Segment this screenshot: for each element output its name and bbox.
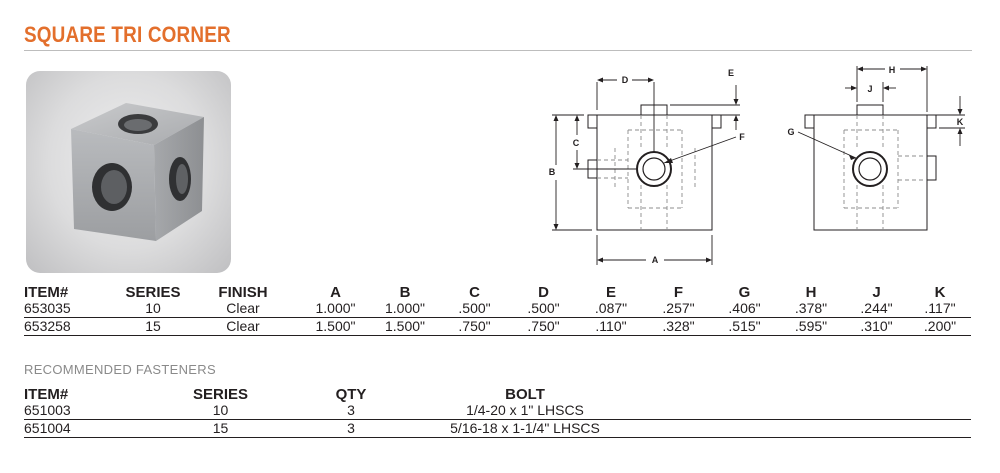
cell-a: 1.000" <box>299 300 372 318</box>
cell-d: .750" <box>511 317 576 336</box>
cell-item: 653035 <box>24 300 119 318</box>
col-header: ITEM# <box>24 386 69 403</box>
cell-g: .515" <box>711 317 778 336</box>
cell-d: .500" <box>511 300 576 318</box>
col-header: BOLT <box>505 386 545 403</box>
product-photo <box>26 71 231 273</box>
label-j: J <box>867 84 872 94</box>
cell-b: 1.500" <box>372 317 438 336</box>
cell-b: 1.000" <box>372 300 438 318</box>
label-h: H <box>889 65 896 75</box>
cell-c: .500" <box>438 300 511 318</box>
cell-item: 651004 <box>24 419 144 438</box>
page-title: SQUARE TRI CORNER <box>24 22 231 47</box>
cell-h: .595" <box>778 317 844 336</box>
fasteners-heading: RECOMMENDED FASTENERS <box>24 362 216 377</box>
col-header: ITEM# <box>24 284 69 301</box>
col-header: K <box>934 284 946 301</box>
dimensions-table: ITEM# SERIES FINISH A B C D E F G H J K … <box>24 285 971 336</box>
cell-c: .750" <box>438 317 511 336</box>
cell-series: 15 <box>119 317 187 336</box>
cell-bolt: 1/4-20 x 1" LHSCS <box>405 402 645 420</box>
col-header: H <box>805 284 817 301</box>
col-header: C <box>469 284 480 301</box>
cell-g: .406" <box>711 300 778 318</box>
cell-h: .378" <box>778 300 844 318</box>
col-header: FINISH <box>218 284 268 301</box>
label-a: A <box>652 255 659 265</box>
cell-series: 15 <box>144 419 297 438</box>
cell-k: .117" <box>909 300 971 318</box>
cell-f: .257" <box>646 300 711 318</box>
side-view-outline <box>813 114 928 231</box>
col-header: SERIES <box>125 284 181 301</box>
spacer <box>645 402 971 420</box>
table-row: 651004 15 3 5/16-18 x 1-1/4" LHSCS <box>24 419 971 438</box>
col-header: E <box>605 284 616 301</box>
cell-item: 653258 <box>24 317 119 336</box>
label-g: G <box>787 127 794 137</box>
label-d: D <box>622 75 629 85</box>
table-row: 651003 10 3 1/4-20 x 1" LHSCS <box>24 402 971 420</box>
table-row: 653258 15 Clear 1.500" 1.500" .750" .750… <box>24 317 971 336</box>
col-header: D <box>538 284 549 301</box>
col-header: J <box>872 284 881 301</box>
cell-series: 10 <box>119 300 187 318</box>
label-e: E <box>728 68 734 78</box>
spacer <box>645 387 971 402</box>
label-f: F <box>739 132 745 142</box>
cell-j: .310" <box>844 317 909 336</box>
table-header-row: ITEM# SERIES QTY BOLT <box>24 387 971 402</box>
cell-qty: 3 <box>297 402 405 420</box>
cell-item: 651003 <box>24 402 144 420</box>
col-header: SERIES <box>192 386 249 403</box>
cell-finish: Clear <box>187 317 299 336</box>
cell-j: .244" <box>844 300 909 318</box>
table-header-row: ITEM# SERIES FINISH A B C D E F G H J K <box>24 285 971 300</box>
col-header: QTY <box>335 386 367 403</box>
label-k: K <box>957 117 964 127</box>
cell-finish: Clear <box>187 300 299 318</box>
col-header: B <box>399 284 411 301</box>
spacer <box>645 419 971 438</box>
fasteners-table: ITEM# SERIES QTY BOLT 651003 10 3 1/4-20… <box>24 387 971 438</box>
cell-qty: 3 <box>297 419 405 438</box>
table-row: 653035 10 Clear 1.000" 1.000" .500" .500… <box>24 300 971 318</box>
cell-series: 10 <box>144 402 297 420</box>
title-divider <box>24 50 972 51</box>
cell-k: .200" <box>909 317 971 336</box>
cell-f: .328" <box>646 317 711 336</box>
cell-bolt: 5/16-18 x 1-1/4" LHSCS <box>405 419 645 438</box>
cell-e: .110" <box>576 317 646 336</box>
dimension-drawing: A B C D E F <box>549 65 965 265</box>
cell-e: .087" <box>576 300 646 318</box>
col-header: A <box>330 284 341 301</box>
col-header: F <box>673 284 684 301</box>
col-header: G <box>738 284 751 301</box>
cube-illustration <box>71 103 204 241</box>
cell-a: 1.500" <box>299 317 372 336</box>
label-c: C <box>573 138 580 148</box>
label-b: B <box>549 167 556 177</box>
